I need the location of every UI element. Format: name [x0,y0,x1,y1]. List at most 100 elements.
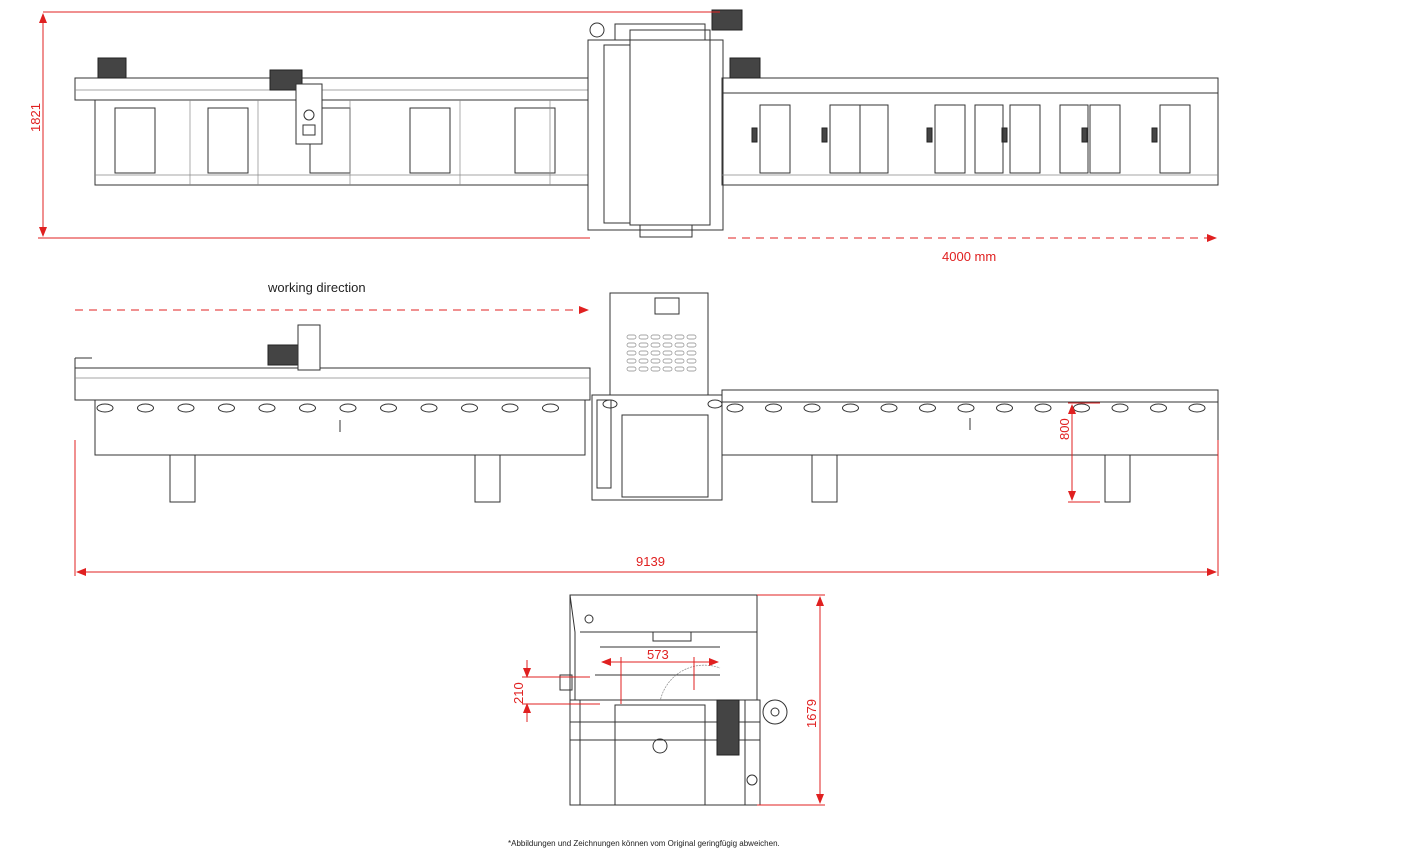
clamp-icon [1151,127,1158,143]
front-view: 1679 573 210 [511,594,825,806]
vent-slot [674,342,685,348]
roller-icon [137,403,154,413]
clamp-icon [1001,127,1008,143]
vent-slot [650,350,661,356]
table-bay [759,104,791,174]
vent-slot [686,334,697,340]
vent-slot [626,342,637,348]
vent-slot [638,334,649,340]
clamp-icon [821,127,828,143]
vent-slot [662,342,673,348]
vent-slot [650,342,661,348]
left-table-frame [94,99,591,186]
roller-icon [726,403,744,413]
roller-icon [380,403,397,413]
roller-icon [258,403,276,413]
vent-slot [638,342,649,348]
carriage [295,83,323,145]
vent-slot [662,366,673,372]
right-rail [721,77,1219,94]
control-display [654,297,680,315]
vent-slot [674,334,685,340]
vent-slot [686,342,697,348]
roller-icon [501,403,519,413]
roller-icon [177,403,195,413]
roller-icon [803,403,821,413]
roller-icon [996,403,1013,413]
left-rail [74,77,591,101]
roller-icon [299,403,316,413]
height-dim-1821: 1821 [28,103,43,132]
vent-slot [626,358,637,364]
vent-slot [662,334,673,340]
front-height-dim-1679: 1679 [804,699,819,728]
table-bay [829,104,861,174]
saw-motor [711,9,743,31]
left-fence [74,367,591,401]
roller-icon [339,403,357,413]
side-view: working direction 800 9139 [74,280,1219,576]
roller-icon [1188,403,1206,413]
vent-slot [674,358,685,364]
table-bay [409,107,451,174]
clamp-icon [926,127,933,143]
clamp-icon [751,127,758,143]
vent-slot [638,358,649,364]
vent-slot [626,334,637,340]
roller-icon [542,403,559,413]
table-bay [1059,104,1089,174]
right-rail-side [721,389,1219,403]
right-table-frame [721,92,1219,186]
table-bay [1009,104,1041,174]
working-direction-label: working direction [267,280,366,295]
vent-slot [686,350,697,356]
vent-slot [674,366,685,372]
table-bay [859,104,889,174]
table-bay [514,107,556,174]
carriage-motor [267,344,299,366]
vent-slot [662,350,673,356]
vent-slot [650,334,661,340]
clamp-icon [1081,127,1088,143]
right-table-body [721,401,1219,456]
roller-icon [957,403,975,413]
top-view: 1821 4000 mm [28,9,1219,264]
roller-icon [880,403,898,413]
motor-icon [97,57,127,79]
roller-icon [842,403,859,413]
roller-icon [919,403,936,413]
vent-slot [638,366,649,372]
roller-icon [1034,403,1052,413]
roller-icon [96,403,114,413]
motor-icon [729,57,761,79]
table-bay [974,104,1004,174]
vent-slot [638,350,649,356]
control-cabinet [609,292,709,396]
vent-slot [686,366,697,372]
roller-icon [420,403,438,413]
total-length-dim-9139: 9139 [636,554,665,569]
roller-icon [218,403,235,413]
vent-slot [662,358,673,364]
table-bay [207,107,249,174]
cut-height-dim-210: 210 [511,682,526,704]
cut-width-dim-573: 573 [647,647,669,662]
table-bay [1089,104,1121,174]
roller-icon [1150,403,1167,413]
length-dim-4000: 4000 mm [942,249,996,264]
vent-slot [650,366,661,372]
table-height-dim-800: 800 [1057,418,1072,440]
table-bay [1159,104,1191,174]
table-bay [114,107,156,174]
carriage-motor [269,69,303,91]
footnote: *Abbildungen und Zeichnungen können vom … [508,839,780,848]
vent-slot [626,350,637,356]
roller-icon [461,403,478,413]
left-table-body [94,399,586,456]
roller-icon [602,399,618,409]
vent-slot [626,366,637,372]
vent-slot [650,358,661,364]
roller-icon [1111,403,1129,413]
vent-slot [674,350,685,356]
